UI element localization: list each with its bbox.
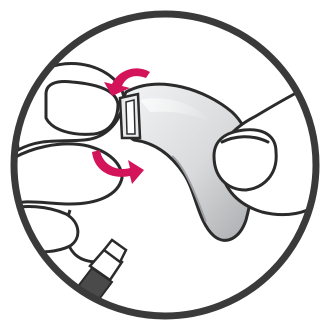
instruction-illustration xyxy=(0,0,330,329)
illustration-canvas xyxy=(0,0,330,329)
